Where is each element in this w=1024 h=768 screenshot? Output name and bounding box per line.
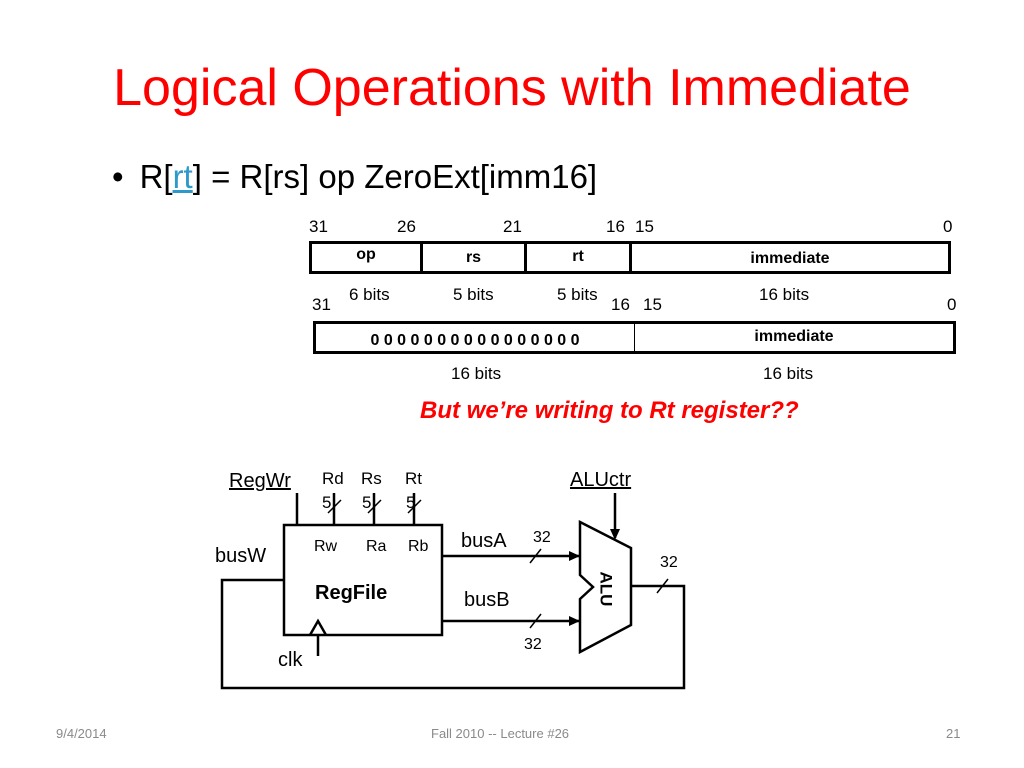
f1-width-rt: 5 bits bbox=[557, 285, 598, 304]
f2-width-zeros: 16 bits bbox=[451, 364, 502, 383]
f2-bit-31: 31 bbox=[312, 295, 331, 314]
alu-label: ALU bbox=[596, 571, 616, 607]
port-rb: Rb bbox=[408, 538, 429, 555]
f2-bit-15: 15 bbox=[643, 295, 662, 314]
alu-shape bbox=[578, 519, 633, 655]
bullet-dot: • bbox=[112, 158, 124, 195]
f1-bit-16: 16 bbox=[606, 217, 625, 236]
field-rs: rs bbox=[420, 241, 527, 274]
busw-label: busW bbox=[215, 545, 267, 567]
f2-bit-0: 0 bbox=[947, 295, 957, 314]
f1-width-immediate: 16 bits bbox=[759, 285, 810, 304]
field-zeros: 0 0 0 0 0 0 0 0 0 0 0 0 0 0 0 0 bbox=[313, 321, 637, 354]
f1-bit-21: 21 bbox=[503, 217, 522, 236]
f2-bit-16: 16 bbox=[611, 295, 630, 314]
busb-width: 32 bbox=[524, 636, 542, 653]
f1-bit-15: 15 bbox=[635, 217, 654, 236]
f1-width-rs: 5 bits bbox=[453, 285, 494, 304]
rs-label: Rs bbox=[361, 469, 382, 488]
footer-course: Fall 2010 -- Lecture #26 bbox=[431, 726, 570, 741]
bullet-suffix: ] = R[rs] op ZeroExt[imm16] bbox=[192, 158, 598, 195]
clk-triangle bbox=[308, 618, 328, 636]
busa-label: busA bbox=[461, 530, 507, 552]
busa-width: 32 bbox=[533, 529, 551, 546]
f1-bit-31: 31 bbox=[309, 217, 328, 236]
rt-label: Rt bbox=[405, 469, 422, 488]
aluctr-label: ALUctr bbox=[570, 469, 632, 491]
rd-width: 5 bbox=[322, 493, 332, 512]
field-immediate: immediate bbox=[629, 241, 951, 274]
busw-feedback-line bbox=[220, 578, 686, 690]
clk-label: clk bbox=[278, 649, 303, 671]
regfile-label: RegFile bbox=[315, 582, 388, 604]
port-ra: Ra bbox=[366, 538, 387, 555]
footer-date: 9/4/2014 bbox=[56, 726, 107, 741]
f1-width-op: 6 bits bbox=[349, 285, 390, 304]
rd-label: Rd bbox=[322, 469, 344, 488]
f2-width-immediate: 16 bits bbox=[763, 364, 814, 383]
f1-bit-26: 26 bbox=[397, 217, 416, 236]
footer-page-number: 21 bbox=[946, 726, 961, 741]
writing-rt-note: But we’re writing to Rt register?? bbox=[420, 397, 799, 424]
bullet-equation: • R[rt] = R[rs] op ZeroExt[imm16] bbox=[112, 160, 597, 193]
busb-label: busB bbox=[464, 589, 510, 611]
f1-bit-0: 0 bbox=[943, 217, 953, 236]
slide-title: Logical Operations with Immediate bbox=[113, 59, 911, 117]
rt-width: 5 bbox=[406, 493, 416, 512]
port-rw: Rw bbox=[314, 538, 338, 555]
bullet-prefix: R[ bbox=[139, 158, 173, 195]
alu-out-width: 32 bbox=[660, 554, 678, 571]
field-rt: rt bbox=[524, 241, 632, 274]
rs-width: 5 bbox=[362, 493, 372, 512]
field-immediate-2: immediate bbox=[634, 321, 956, 354]
rt-link[interactable]: rt bbox=[172, 158, 193, 195]
regwr-label: RegWr bbox=[229, 470, 291, 492]
